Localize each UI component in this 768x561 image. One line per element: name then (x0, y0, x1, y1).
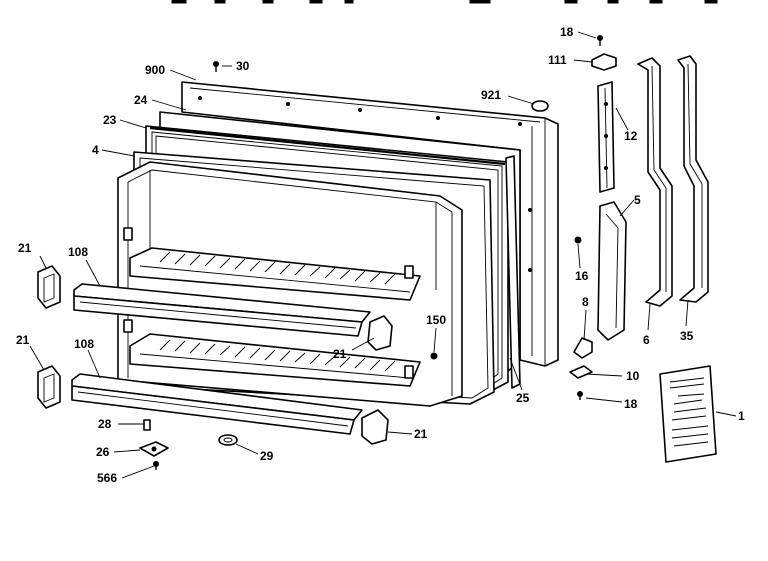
label-12: 12 (624, 129, 638, 143)
label-21-bottom: 21 (414, 427, 428, 441)
hinge-top-111 (591, 53, 617, 71)
grommet-28 (143, 419, 151, 431)
label-28: 28 (98, 417, 112, 431)
label-566: 566 (97, 471, 117, 485)
label-921: 921 (481, 88, 501, 102)
door-shelf-rail-lower (71, 373, 363, 435)
screw-18-top (597, 35, 603, 46)
cam-8 (573, 337, 593, 359)
screw-150 (430, 352, 438, 360)
label-108-bottom: 108 (74, 337, 94, 351)
label-30: 30 (236, 59, 250, 73)
hinge-pin-plate-10 (569, 365, 593, 379)
label-26: 26 (96, 445, 110, 459)
inner-door-liner (117, 161, 463, 407)
label-35: 35 (680, 329, 694, 343)
label-5: 5 (634, 193, 641, 207)
leader-lines (29, 31, 737, 479)
label-900: 900 (145, 63, 165, 77)
label-4: 4 (92, 143, 99, 157)
hinge-strip-12 (597, 81, 615, 193)
label-18-bottom: 18 (624, 397, 638, 411)
label-16: 16 (575, 269, 589, 283)
label-111: 111 (548, 53, 567, 67)
screw-566 (153, 461, 159, 470)
screw-18-bottom (577, 391, 583, 400)
handle-trim-6 (637, 57, 673, 307)
rail-end-cap-bottom (361, 409, 389, 445)
label-1: 1 (738, 409, 745, 423)
plug-921 (531, 100, 549, 112)
label-29: 29 (260, 449, 274, 463)
grommet-29 (218, 434, 238, 446)
manual-booklet-1 (659, 365, 717, 463)
rail-end-cap-left-bottom (37, 365, 61, 409)
label-18-top: 18 (560, 25, 574, 39)
label-24: 24 (134, 93, 148, 107)
label-23: 23 (103, 113, 117, 127)
rail-end-cap-left-top (37, 265, 61, 309)
label-8: 8 (582, 295, 589, 309)
handle-35 (677, 55, 709, 303)
top-edge-marks (171, 0, 718, 4)
part-labels: 18 111 900 30 921 24 23 12 4 5 21 108 16… (16, 25, 745, 485)
label-21-left-bottom: 21 (16, 333, 30, 347)
label-108-top: 108 (68, 245, 88, 259)
bracket-26 (139, 441, 169, 457)
rail-end-cap-middle (367, 315, 393, 351)
screw-16 (574, 236, 582, 244)
label-21-middle: 21 (333, 347, 347, 361)
screw-30 (213, 61, 219, 72)
label-25: 25 (516, 391, 530, 405)
hinge-bracket-5 (597, 201, 627, 341)
label-150: 150 (426, 313, 446, 327)
label-21-left-top: 21 (18, 241, 32, 255)
label-10: 10 (626, 369, 640, 383)
label-6: 6 (643, 333, 650, 347)
door-shelf-rail-upper (73, 283, 371, 337)
